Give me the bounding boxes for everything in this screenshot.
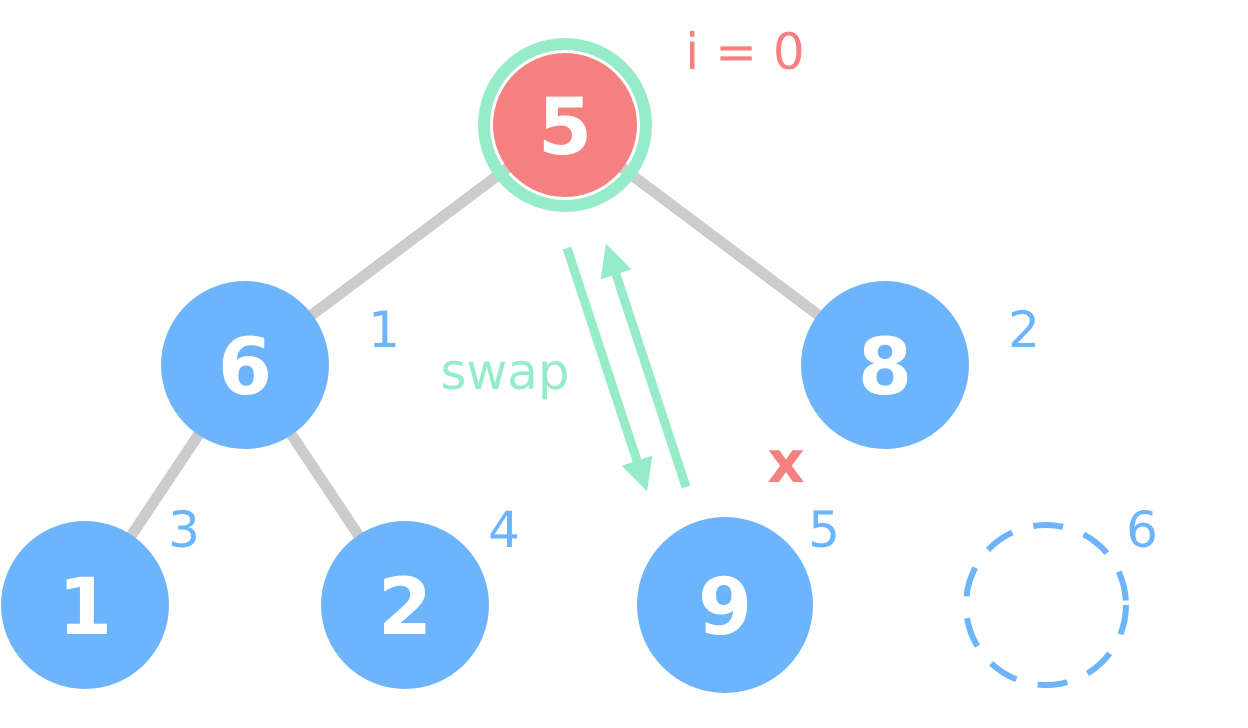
node-3-circle [1,521,169,689]
node-4: 2 [321,521,489,689]
node-5: 9 [637,517,813,693]
node-3-value: 1 [58,563,112,653]
x-marker: x [767,428,804,496]
index-label-3: 3 [168,501,200,559]
node-0-ring [478,38,652,212]
node-1-circle [161,281,329,449]
node-4-value: 2 [378,563,432,653]
node-1: 6 [161,281,329,449]
node-0-value: 5 [538,83,592,173]
node-4-circle [321,521,489,689]
node-2-value: 8 [858,323,912,413]
swap-arrows [562,243,691,492]
node-2-circle [801,281,969,449]
swap-label: swap [440,343,569,401]
node-5-value: 9 [698,563,752,653]
node-0-circle [493,53,637,197]
index-label-2: 2 [1008,301,1040,359]
node-2: 8 [801,281,969,449]
node-3: 1 [1,521,169,689]
swap-arrow-down [562,246,653,492]
index-label-1: 1 [368,301,400,359]
node-5-circle [637,517,813,693]
node-0: 5 [478,38,652,212]
empty-slot [963,522,1129,688]
index-label-5: 5 [808,501,840,559]
swap-arrow-up [600,243,691,489]
index-label-4: 4 [488,501,520,559]
pointer-label: i = 0 [685,23,804,81]
index-label-6: 6 [1126,501,1158,559]
node-1-value: 6 [218,323,272,413]
